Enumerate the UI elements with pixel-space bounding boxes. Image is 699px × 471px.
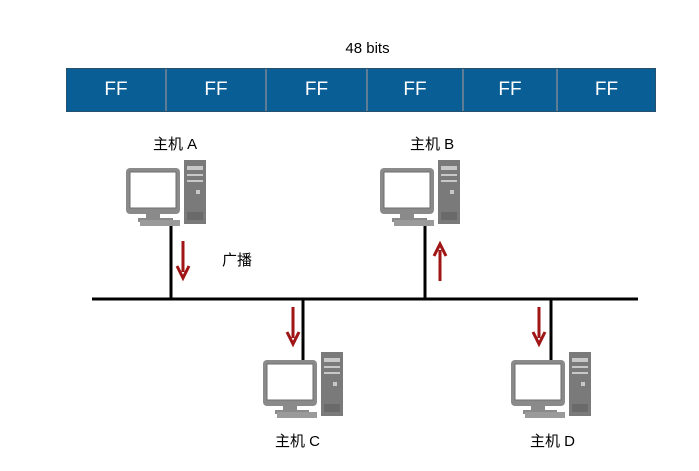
host-c-label: 主机 C — [275, 433, 321, 450]
arrow-up-icon — [432, 240, 448, 281]
broadcast-mac-frame: FF FF FF FF FF FF — [66, 68, 656, 112]
broadcast-label: 广播 — [222, 252, 253, 269]
host-a-label: 主机 A — [153, 136, 198, 153]
host-b-label: 主机 B — [410, 136, 455, 153]
arrow-down-icon — [175, 241, 191, 282]
frame-byte-3: FF — [267, 69, 368, 111]
arrow-down-icon — [531, 307, 547, 348]
host-c-computer-icon — [262, 351, 344, 419]
frame-byte-6: FF — [594, 79, 619, 100]
host-a-computer-icon — [125, 159, 207, 227]
frame-byte-1: FF — [67, 69, 167, 111]
frame-byte-4: FF — [368, 69, 464, 111]
frame-byte-2: FF — [167, 69, 267, 111]
host-b-computer-icon — [379, 159, 461, 227]
host-d-computer-icon — [510, 351, 592, 419]
frame-byte-5: FF — [464, 69, 558, 111]
host-d-label: 主机 D — [530, 433, 576, 450]
frame-size-label: 48 bits — [345, 40, 390, 57]
arrow-down-icon — [285, 307, 301, 348]
